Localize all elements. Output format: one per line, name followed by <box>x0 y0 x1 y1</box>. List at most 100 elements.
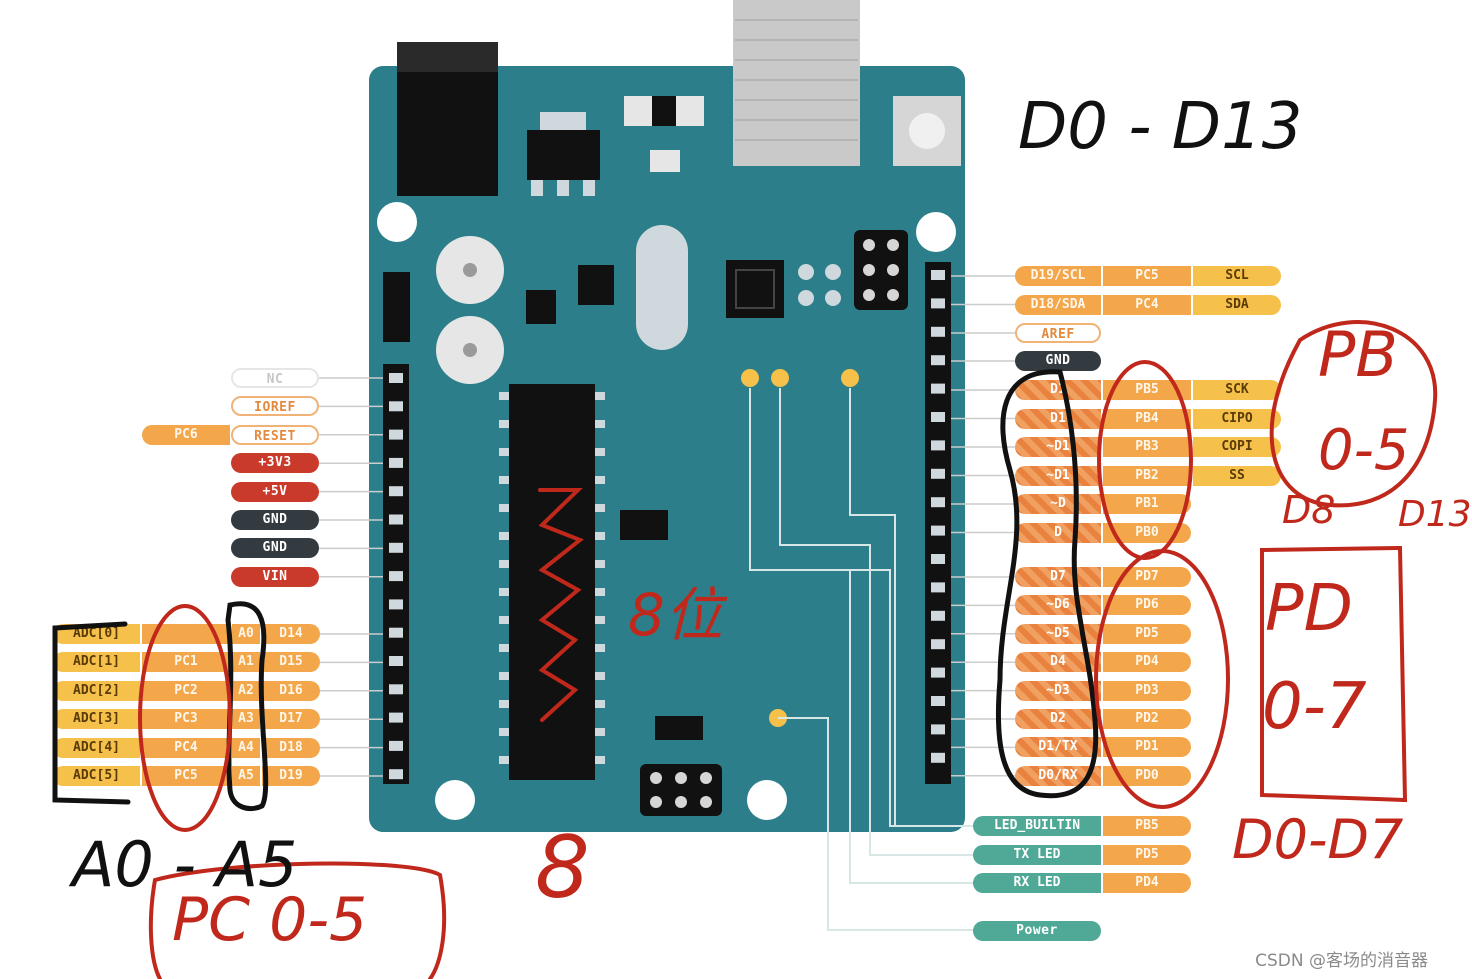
header-pin <box>931 468 945 479</box>
pin-digital-label: D19 <box>262 766 320 786</box>
microcontroller-atmega328p <box>509 384 595 780</box>
pin-digital-label: D19/SCL <box>1015 266 1101 286</box>
pin-digital-label: D7 <box>1015 567 1101 587</box>
pin-digital-label: D16 <box>262 680 320 701</box>
pin-adc-label: ADC[0] <box>53 624 140 644</box>
voltage-regulator <box>527 130 600 180</box>
pin-port-label: PB0 <box>1103 522 1191 543</box>
header-pin <box>931 525 945 536</box>
pin-port-label: PC6 <box>142 424 230 445</box>
header-pin <box>931 355 945 366</box>
pin-digital-label: D0/RX <box>1015 765 1101 786</box>
header-pin <box>389 542 403 553</box>
pin-port-label: PB4 <box>1103 408 1191 429</box>
pin-digital-label: D4 <box>1015 652 1101 673</box>
pin-port-label: PC4 <box>142 737 230 758</box>
led-pin-label: RX LED <box>973 873 1101 893</box>
pin-adc-label: ADC[5] <box>53 766 140 786</box>
crystal <box>636 225 688 350</box>
gnd-pin-label: GND <box>1015 351 1101 371</box>
handwritten-pb: PB <box>1318 318 1398 391</box>
pin-digital-label: ~D <box>1015 494 1101 514</box>
pin-digital-label: D1 <box>1015 408 1101 429</box>
pin-analog-label: A2 <box>232 680 260 701</box>
header-pin <box>931 667 945 678</box>
power-pin-label: RESET <box>231 424 319 445</box>
handwritten-pb-range: 0-5 <box>1318 418 1410 483</box>
pin-port-label: PD3 <box>1103 680 1191 701</box>
pin-digital-label: ~D3 <box>1015 680 1101 701</box>
header-pin <box>931 298 945 309</box>
handwritten-d0-d7: D0-D7 <box>1232 808 1404 871</box>
pin-analog-label: A4 <box>232 737 260 758</box>
pin-analog-label: A5 <box>232 766 260 786</box>
pin-port-label: PD5 <box>1103 623 1191 644</box>
pin-digital-label: D18 <box>262 737 320 758</box>
watermark: CSDN @客场的消音器 <box>1255 951 1428 971</box>
pin-port-label: PB1 <box>1103 494 1191 514</box>
usb-chip <box>726 260 784 318</box>
pin-digital-label: D1 <box>1015 380 1101 400</box>
arduino-pinout-diagram <box>319 0 1015 931</box>
power-pin-label: IOREF <box>231 396 319 417</box>
handwritten-d0-d13: D0 - D13 <box>1018 90 1303 164</box>
power-pin-label: GND <box>231 510 319 530</box>
handwritten-d8: D8 <box>1282 488 1336 532</box>
handwritten-8bit: 8位 <box>628 581 723 649</box>
icsp-header <box>640 764 722 816</box>
header-pin <box>389 627 403 638</box>
pin-function-label: SCK <box>1193 380 1281 400</box>
handwritten-pc-range: PC 0-5 <box>172 885 368 955</box>
power-pin-label: +3V3 <box>231 453 319 474</box>
power-led-label: Power <box>973 921 1101 941</box>
pin-digital-label: D17 <box>262 709 320 730</box>
pin-function-label: CIPO <box>1193 408 1281 429</box>
pin-digital-label: ~D5 <box>1015 623 1101 644</box>
power-pin-label: VIN <box>231 566 319 587</box>
handwritten-pd-range: 0-7 <box>1262 670 1367 744</box>
icsp-header <box>854 230 908 310</box>
header-pin <box>389 656 403 666</box>
header-pin <box>389 401 403 412</box>
pin-function-label: SCL <box>1193 266 1281 286</box>
pin-digital-label: D2 <box>1015 709 1101 729</box>
pin-function-label: SS <box>1193 465 1281 486</box>
header-pin <box>931 610 945 621</box>
led-pin-label: LED_BUILTIN <box>973 816 1101 836</box>
pin-port-label: PD5 <box>1103 844 1191 865</box>
handwritten-a0-a5: A0 - A5 <box>72 828 298 901</box>
pin-port-label: PD0 <box>1103 765 1191 786</box>
power-pin-label: NC <box>231 368 319 388</box>
header-pin <box>389 429 403 440</box>
pin-port-label: PD4 <box>1103 652 1191 673</box>
pin-digital-label: ~D6 <box>1015 595 1101 616</box>
pin-digital-label: D <box>1015 522 1101 543</box>
pin-adc-label: ADC[1] <box>53 652 140 673</box>
header-pin <box>389 712 403 723</box>
pin-port-label: PC5 <box>1103 266 1191 286</box>
pin-port-label: PD1 <box>1103 737 1191 758</box>
led-pin-label: TX LED <box>973 844 1101 865</box>
pin-function-label: COPI <box>1193 437 1281 457</box>
pin-analog-label: A0 <box>232 624 260 644</box>
header-pin <box>931 639 945 650</box>
pin-port-label: PC3 <box>142 709 230 730</box>
header-pin <box>931 554 945 564</box>
header-pin <box>931 440 945 451</box>
pin-port-label: PD4 <box>1103 873 1191 893</box>
header-pin <box>389 740 403 751</box>
power-pin-label: +5V <box>231 481 319 502</box>
mounting-hole <box>916 212 956 252</box>
handwritten-d13: D13 <box>1398 494 1472 535</box>
header-pin <box>931 497 945 508</box>
handwritten-pd: PD <box>1265 572 1353 646</box>
header-pin <box>931 696 945 706</box>
pin-port-label: PB5 <box>1103 380 1191 400</box>
pin-adc-label: ADC[2] <box>53 680 140 701</box>
pin-port-label: PD7 <box>1103 567 1191 587</box>
pin-port-label: PB3 <box>1103 437 1191 457</box>
header-pin <box>389 571 403 582</box>
header-pin <box>931 270 945 280</box>
pin-digital-label: D1/TX <box>1015 737 1101 758</box>
handwritten-eight: 8 <box>535 818 590 918</box>
